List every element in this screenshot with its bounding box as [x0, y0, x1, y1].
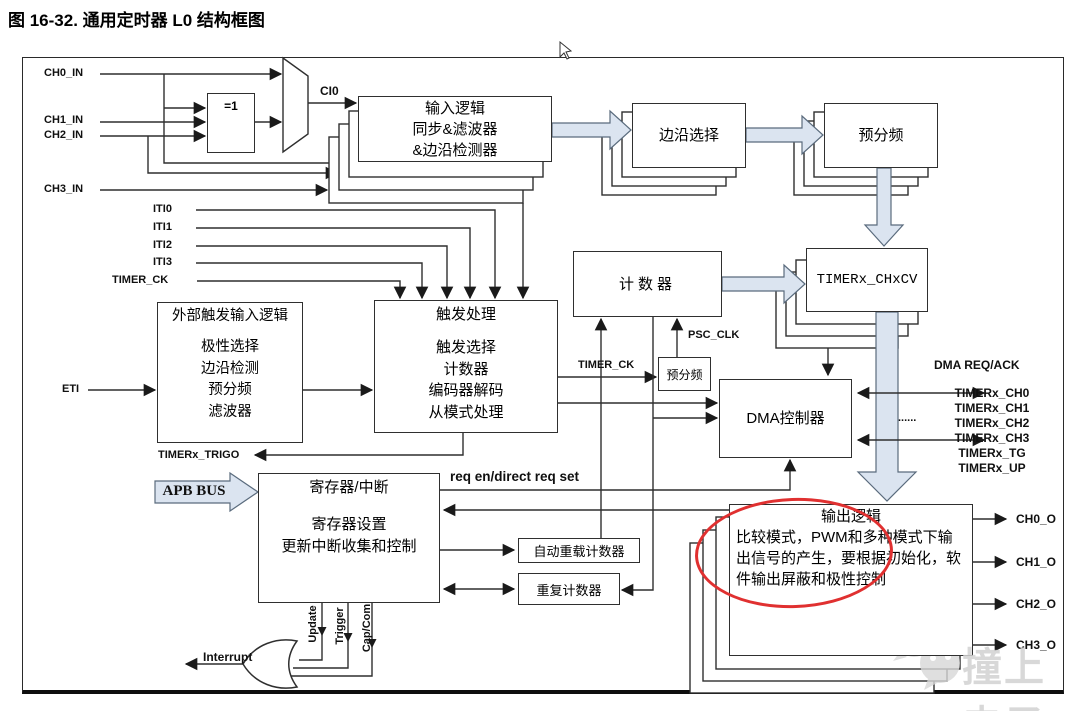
flow-arrow-counter-to-chxcv [721, 263, 806, 305]
label-ch0-in: CH0_IN [44, 67, 84, 79]
label-interrupt: Interrupt [203, 650, 253, 664]
label-iti3: ITI3 [153, 256, 172, 268]
ext-trigger-line1: 极性选择 [201, 339, 259, 355]
label-dots: ...... [898, 412, 917, 424]
prescaler-small-block: 预分频 [658, 357, 711, 391]
label-iti2: ITI2 [153, 239, 172, 251]
label-ch0-o: CH0_O [1016, 512, 1057, 526]
label-eti: ETI [62, 383, 80, 395]
chxcv-block: TIMERx_CHxCV [806, 248, 928, 312]
label-dma-req-ack: DMA REQ/ACK [934, 358, 1020, 372]
dma-channel: TIMERx_UP [958, 461, 1026, 475]
repetition-counter-label: 重复计数器 [536, 582, 602, 598]
registers-line2: 更新中断收集和控制 [281, 537, 417, 555]
input-logic-line1: 输入逻辑 [424, 99, 485, 117]
xor-gate-label: =1 [224, 99, 238, 113]
ext-trigger-line2: 边沿检测 [201, 360, 259, 377]
diagram-frame [22, 57, 1064, 694]
interrupt-line-arrowheads [317, 627, 377, 648]
label-apb-bus: APB BUS [162, 483, 226, 499]
label-req-en: req en/direct req set [450, 469, 580, 484]
flow-arrow-chxcv-to-output [856, 311, 918, 502]
edge-select-block: 边沿选择 [632, 103, 746, 168]
label-psc-clk: PSC_CLK [688, 329, 740, 341]
auto-reload-label: 自动重载计数器 [533, 544, 625, 559]
counter-label: 计数器 [618, 275, 676, 293]
apb-bus-arrow [154, 471, 260, 513]
label-trigger: Trigger [334, 607, 346, 645]
ext-trigger-block: 外部触发输入逻辑 极性选择 边沿检测 预分频 滤波器 [157, 302, 303, 443]
mouse-cursor [559, 40, 573, 60]
label-ch3-in: CH3_IN [44, 183, 84, 195]
label-timer-ck-left: TIMER_CK [112, 274, 169, 286]
label-timerx-trigo: TIMERx_TRIGO [158, 449, 240, 461]
ext-trigger-title: 外部触发输入逻辑 [172, 308, 288, 324]
dma-controller-block: DMA控制器 [719, 379, 852, 458]
chxcv-label: TIMERx_CHxCV [816, 272, 918, 288]
counter-block: 计数器 [573, 251, 722, 317]
output-logic-note: 比较模式，PWM和多种模式下输出信号的产生，要根据初始化，软件输出屏蔽和极性控制 [736, 529, 962, 588]
label-capcom: Cap/Com [361, 603, 373, 653]
input-logic-block: 输入逻辑 同步&滤波器 &边沿检测器 [358, 96, 552, 162]
dma-channel: TIMERx_CH2 [954, 416, 1030, 430]
flow-arrow-input-to-edge [551, 109, 632, 151]
label-ch2-o: CH2_O [1016, 597, 1057, 611]
label-ch3-o: CH3_O [1016, 638, 1057, 652]
flow-arrows [154, 109, 918, 513]
label-iti1: ITI1 [153, 221, 172, 233]
label-ci0: CI0 [320, 84, 339, 98]
trigger-proc-block: 触发处理 触发选择 计数器 编码器解码 从模式处理 [374, 300, 558, 433]
figure-title: 图 16-32. 通用定时器 L0 结构框图 [8, 11, 265, 30]
dma-controller-label: DMA控制器 [746, 410, 825, 427]
registers-block: 寄存器/中断 寄存器设置 更新中断收集和控制 [258, 473, 440, 603]
prescaler-label: 预分频 [858, 127, 904, 144]
prescaler-small-label: 预分频 [666, 367, 703, 382]
output-logic-title: 输出逻辑 [820, 508, 881, 525]
edge-select-label: 边沿选择 [658, 127, 719, 144]
trigger-proc-line2: 计数器 [443, 360, 489, 378]
dma-channel: TIMERx_CH0 [954, 386, 1030, 400]
wires [88, 67, 1008, 677]
input-logic-line3: &边沿检测器 [412, 141, 498, 159]
trigger-proc-line1: 触发选择 [435, 339, 496, 356]
repetition-counter-block: 重复计数器 [518, 573, 620, 605]
watermark-text: 撞上电子 [962, 646, 1046, 711]
registers-title: 寄存器/中断 [309, 479, 389, 496]
xor-gate-block: =1 [207, 93, 255, 153]
label-ch1-in: CH1_IN [44, 114, 84, 126]
label-iti0: ITI0 [153, 203, 172, 215]
registers-line1: 寄存器设置 [311, 516, 387, 533]
flow-arrow-edge-to-prescaler [745, 114, 824, 156]
prescaler-block: 预分频 [824, 103, 938, 168]
flow-arrow-prescaler-down [863, 167, 905, 247]
trigger-proc-line4: 从模式处理 [428, 403, 504, 421]
output-logic-block: 输出逻辑 比较模式，PWM和多种模式下输出信号的产生，要根据初始化，软件输出屏蔽… [729, 504, 973, 656]
trigger-proc-line3: 编码器解码 [428, 382, 504, 399]
label-ch1-o: CH1_O [1016, 555, 1057, 569]
label-ch2-in: CH2_IN [44, 129, 84, 141]
label-update: Update [307, 605, 319, 643]
dma-channel: TIMERx_CH1 [954, 401, 1030, 415]
ext-trigger-line4: 滤波器 [208, 403, 252, 420]
trigger-proc-title: 触发处理 [435, 306, 496, 323]
dma-channel: TIMERx_CH3 [954, 431, 1030, 445]
dma-reqack-wires [856, 386, 986, 447]
input-logic-line2: 同步&滤波器 [412, 120, 498, 138]
dma-channel: TIMERx_TG [958, 446, 1026, 460]
auto-reload-block: 自动重载计数器 [518, 538, 640, 563]
label-timer-ck-mid: TIMER_CK [578, 359, 635, 371]
input-mux [282, 56, 309, 154]
or-gate [242, 639, 299, 689]
dma-channel-list: TIMERx_CH0 TIMERx_CH1 TIMERx_CH2 TIMERx_… [942, 386, 1042, 476]
ext-trigger-line3: 预分频 [208, 382, 252, 398]
